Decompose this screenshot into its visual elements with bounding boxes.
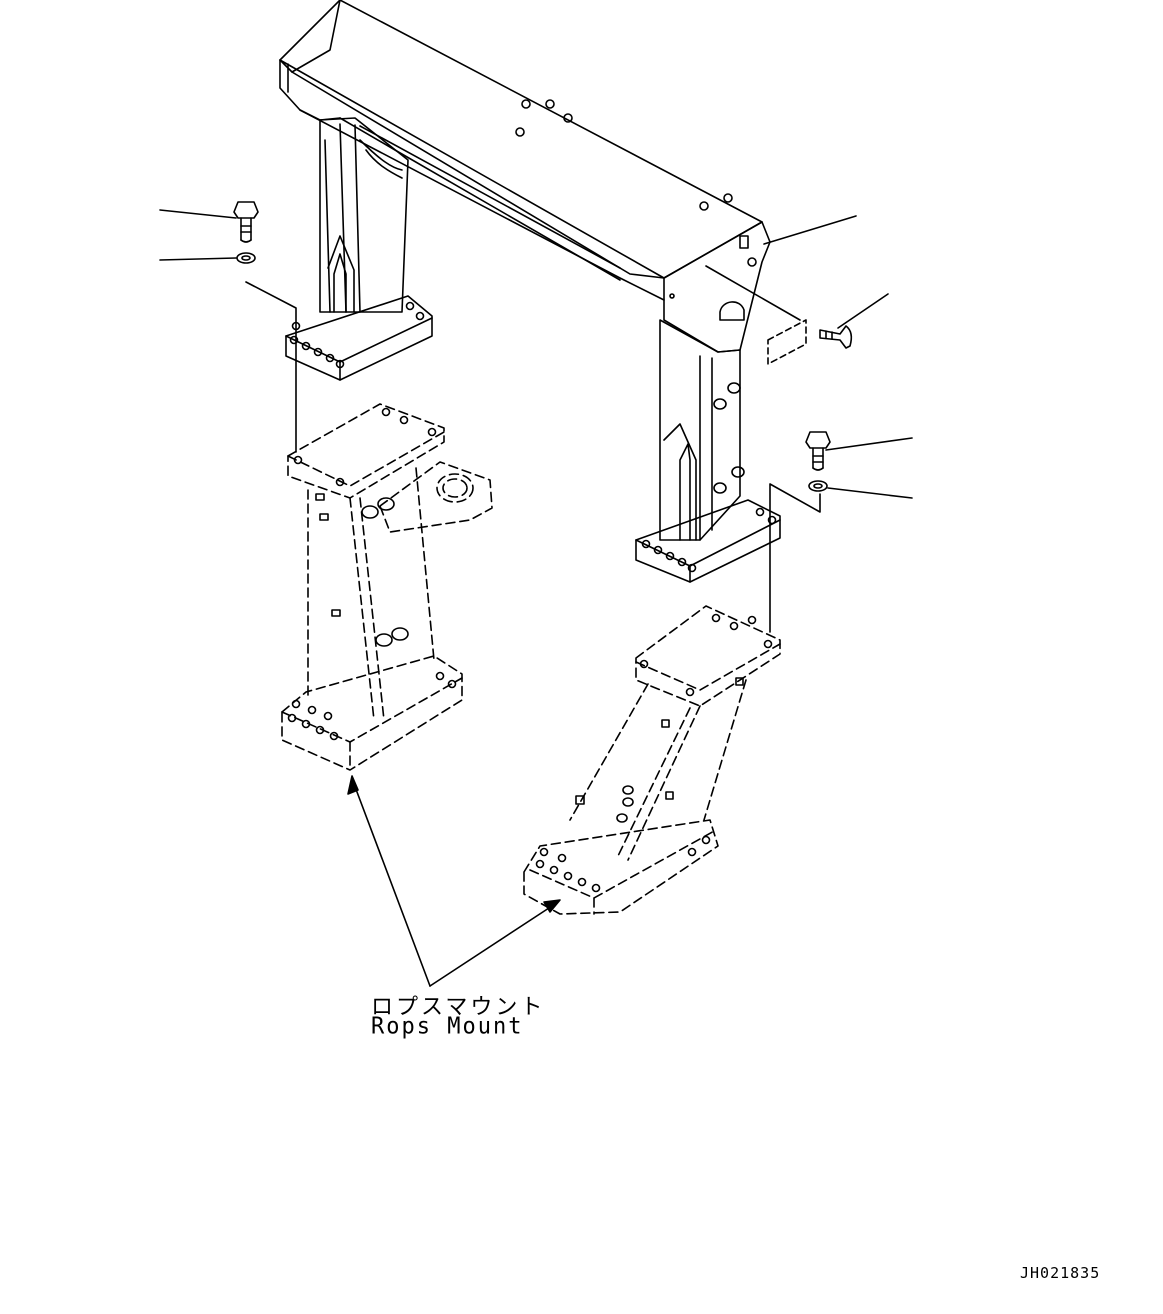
callout-label-english: Rops Mount [371, 1013, 524, 1040]
rops-mount-left-holes [289, 409, 456, 740]
rops-mount-right-holes [537, 615, 772, 892]
arrowhead-right [544, 900, 560, 912]
callout-label-japanese: ロプスマウント [371, 995, 546, 1020]
bolt-left [234, 202, 258, 242]
rops-mount-right [524, 606, 780, 914]
arrowhead-left [348, 776, 358, 794]
washer-left [237, 253, 255, 263]
rops-mount-left [282, 404, 492, 770]
washer-right [809, 481, 827, 491]
plate-label [768, 320, 806, 364]
rivet-screw [820, 326, 851, 348]
rops-frame [280, 0, 780, 582]
drawing-number: JH021835 [1020, 1264, 1101, 1282]
callout-arrows [354, 784, 552, 986]
leader-lines [160, 210, 912, 632]
bolt-right [806, 432, 830, 470]
